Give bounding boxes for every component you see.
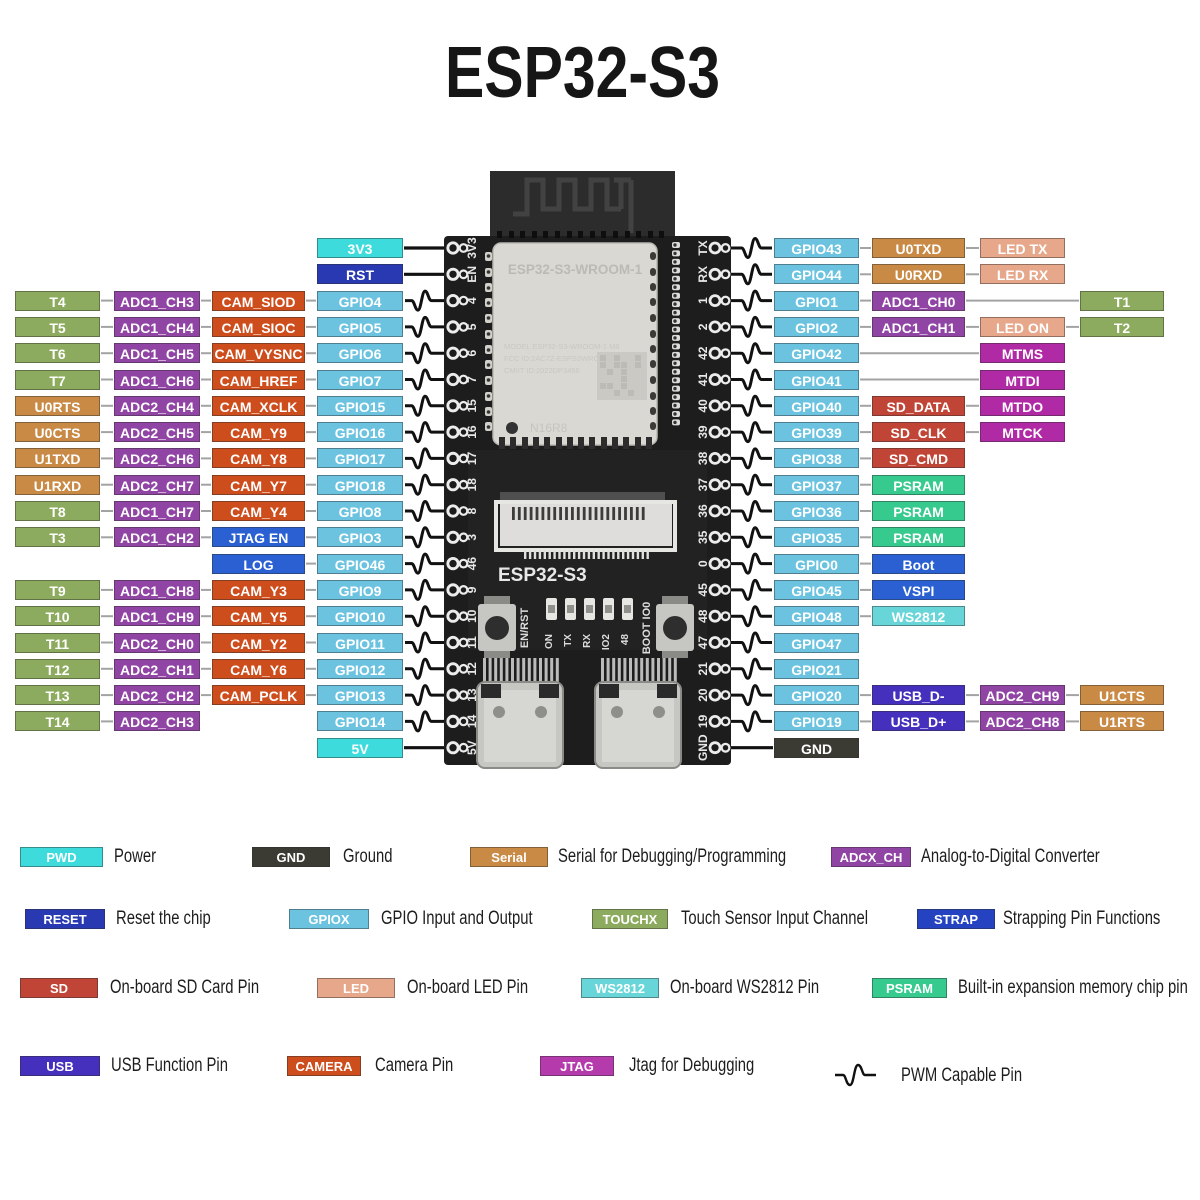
svg-text:41: 41 [696, 373, 710, 387]
svg-text:CMIIT ID:2022DP3456: CMIIT ID:2022DP3456 [504, 366, 580, 375]
svg-text:14: 14 [465, 714, 479, 728]
svg-text:37: 37 [696, 478, 710, 492]
svg-text:48: 48 [696, 609, 710, 623]
svg-text:ON: ON [544, 634, 555, 649]
svg-text:47: 47 [696, 636, 710, 650]
svg-text:48: 48 [620, 634, 631, 646]
svg-text:BOOT IO0: BOOT IO0 [641, 602, 653, 655]
svg-text:ESP32-S3: ESP32-S3 [498, 565, 587, 586]
svg-text:3: 3 [465, 534, 479, 541]
svg-text:RX: RX [582, 634, 593, 648]
svg-text:7: 7 [465, 376, 479, 383]
svg-text:1: 1 [696, 297, 710, 304]
svg-text:40: 40 [696, 399, 710, 413]
svg-text:20: 20 [696, 688, 710, 702]
svg-text:0: 0 [696, 560, 710, 567]
svg-text:RX: RX [696, 266, 710, 283]
svg-text:12: 12 [465, 662, 479, 676]
svg-text:N16R8: N16R8 [530, 421, 568, 435]
svg-text:6: 6 [465, 350, 479, 357]
svg-text:EN: EN [465, 266, 479, 283]
svg-text:5: 5 [465, 323, 479, 330]
svg-text:ESP32-S3-WROOM-1: ESP32-S3-WROOM-1 [508, 262, 643, 277]
svg-text:11: 11 [465, 636, 479, 649]
svg-text:TX: TX [696, 240, 710, 255]
svg-text:46: 46 [465, 557, 479, 571]
svg-text:9: 9 [465, 586, 479, 593]
svg-text:8: 8 [465, 507, 479, 514]
svg-text:GND: GND [696, 734, 710, 761]
svg-text:3V3: 3V3 [465, 237, 479, 259]
svg-text:38: 38 [696, 451, 710, 465]
svg-text:18: 18 [465, 478, 479, 492]
svg-text:4: 4 [465, 297, 479, 304]
svg-text:MODEL ESP32-S3-WROOM-1 M8: MODEL ESP32-S3-WROOM-1 M8 [504, 342, 620, 351]
svg-text:35: 35 [696, 530, 710, 544]
svg-text:15: 15 [465, 399, 479, 413]
svg-text:IO2: IO2 [601, 634, 612, 651]
svg-text:FCC ID:2AC7Z-ESPS3WROOM1: FCC ID:2AC7Z-ESPS3WROOM1 [504, 354, 616, 363]
svg-text:39: 39 [696, 425, 710, 439]
svg-text:10: 10 [465, 609, 479, 623]
svg-text:21: 21 [696, 662, 710, 676]
svg-text:19: 19 [696, 714, 710, 728]
svg-text:17: 17 [465, 451, 479, 465]
svg-text:5V: 5V [465, 740, 479, 755]
svg-text:42: 42 [696, 346, 710, 360]
svg-text:45: 45 [696, 583, 710, 597]
svg-text:16: 16 [465, 425, 479, 439]
svg-text:36: 36 [696, 504, 710, 518]
svg-text:TX: TX [563, 634, 574, 647]
svg-text:2: 2 [696, 323, 710, 330]
svg-text:13: 13 [465, 688, 479, 702]
svg-text:EN/RST: EN/RST [519, 608, 531, 649]
